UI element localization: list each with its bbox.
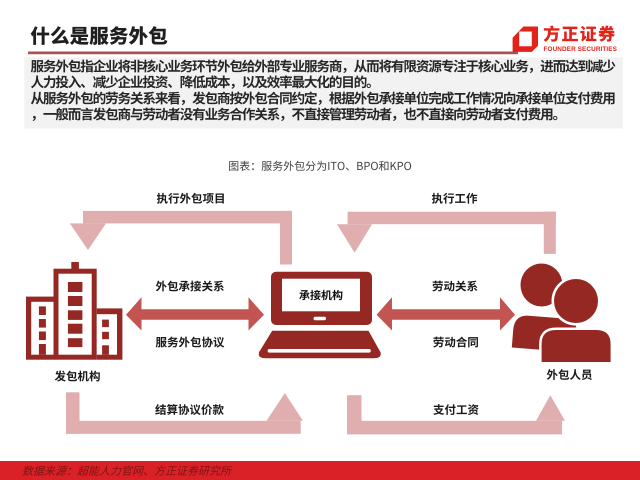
svg-text:FOUNDER SECURITIES: FOUNDER SECURITIES — [544, 46, 618, 53]
